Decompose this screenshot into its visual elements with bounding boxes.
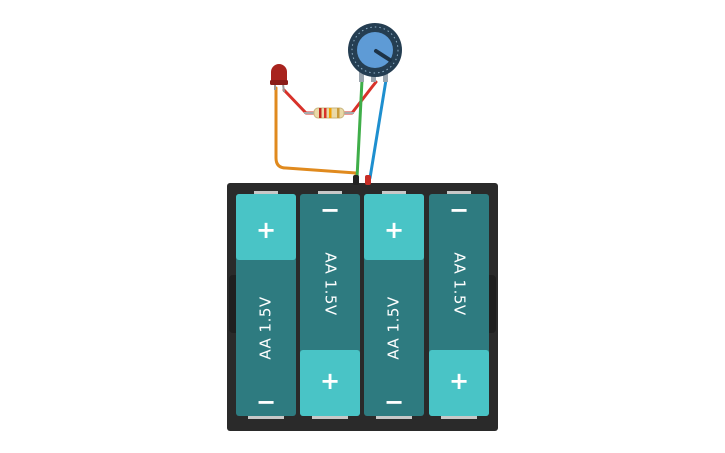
led-dome <box>271 64 287 84</box>
cell-top-sign: − <box>320 196 340 224</box>
battery-cell[interactable]: + − AA 1.5V <box>364 191 424 419</box>
holder-terminal-red[interactable] <box>365 175 371 185</box>
wire-orange[interactable] <box>274 86 358 185</box>
potentiometer-icon[interactable] <box>348 23 402 82</box>
led-base <box>270 80 288 85</box>
resistor-band-2 <box>324 108 327 118</box>
holder-terminal-black[interactable] <box>353 175 359 185</box>
cell-bottom-sign: + <box>320 367 340 395</box>
wire-red-led-resistor[interactable] <box>282 88 318 115</box>
wire-green[interactable] <box>355 78 364 180</box>
battery-cell[interactable]: − + AA 1.5V <box>429 191 489 419</box>
cell-label: AA 1.5V <box>385 296 403 360</box>
cell-top-sign: + <box>256 216 276 244</box>
cell-terminal-top <box>318 191 342 196</box>
led-lead-right <box>282 83 285 93</box>
cell-top-sign: + <box>384 216 404 244</box>
resistor-band-3 <box>329 108 332 118</box>
cell-positive-cap <box>300 350 360 416</box>
cell-label: AA 1.5V <box>257 296 275 360</box>
cell-terminal-bottom <box>248 414 284 419</box>
battery-cells: + − AA 1.5V − + AA 1.5V + − AA 1.5V − + AA 1.5V <box>236 191 489 419</box>
cell-positive-cap <box>429 350 489 416</box>
cell-bottom-sign: + <box>449 367 469 395</box>
cell-terminal-top <box>254 191 278 196</box>
led-icon[interactable] <box>270 64 288 93</box>
battery-cell[interactable]: − + AA 1.5V <box>300 191 360 419</box>
cell-bottom-sign: − <box>256 388 276 416</box>
cell-label: AA 1.5V <box>451 252 469 316</box>
battery-cell[interactable]: + − AA 1.5V <box>236 191 296 419</box>
cell-terminal-top <box>382 191 406 196</box>
cell-positive-cap <box>236 194 296 260</box>
resistor-band-4 <box>337 108 340 118</box>
cell-positive-cap <box>364 194 424 260</box>
cell-terminal-bottom <box>312 414 348 419</box>
cell-top-sign: − <box>449 196 469 224</box>
cell-terminal-bottom <box>441 414 477 419</box>
battery-pack[interactable]: + − AA 1.5V − + AA 1.5V + − AA 1.5V − + AA 1.5V <box>227 175 498 431</box>
wire-blue[interactable] <box>368 78 388 180</box>
resistor-band-1 <box>319 108 322 118</box>
cell-terminal-top <box>447 191 471 196</box>
pot-pin-1 <box>359 70 364 82</box>
pot-ring <box>351 26 399 74</box>
resistor-icon[interactable] <box>304 107 354 119</box>
cell-label: AA 1.5V <box>322 252 340 316</box>
cell-bottom-sign: − <box>384 388 404 416</box>
pot-pointer <box>374 49 392 62</box>
wires <box>274 78 388 185</box>
cell-terminal-bottom <box>376 414 412 419</box>
pot-pin-3 <box>383 70 388 82</box>
